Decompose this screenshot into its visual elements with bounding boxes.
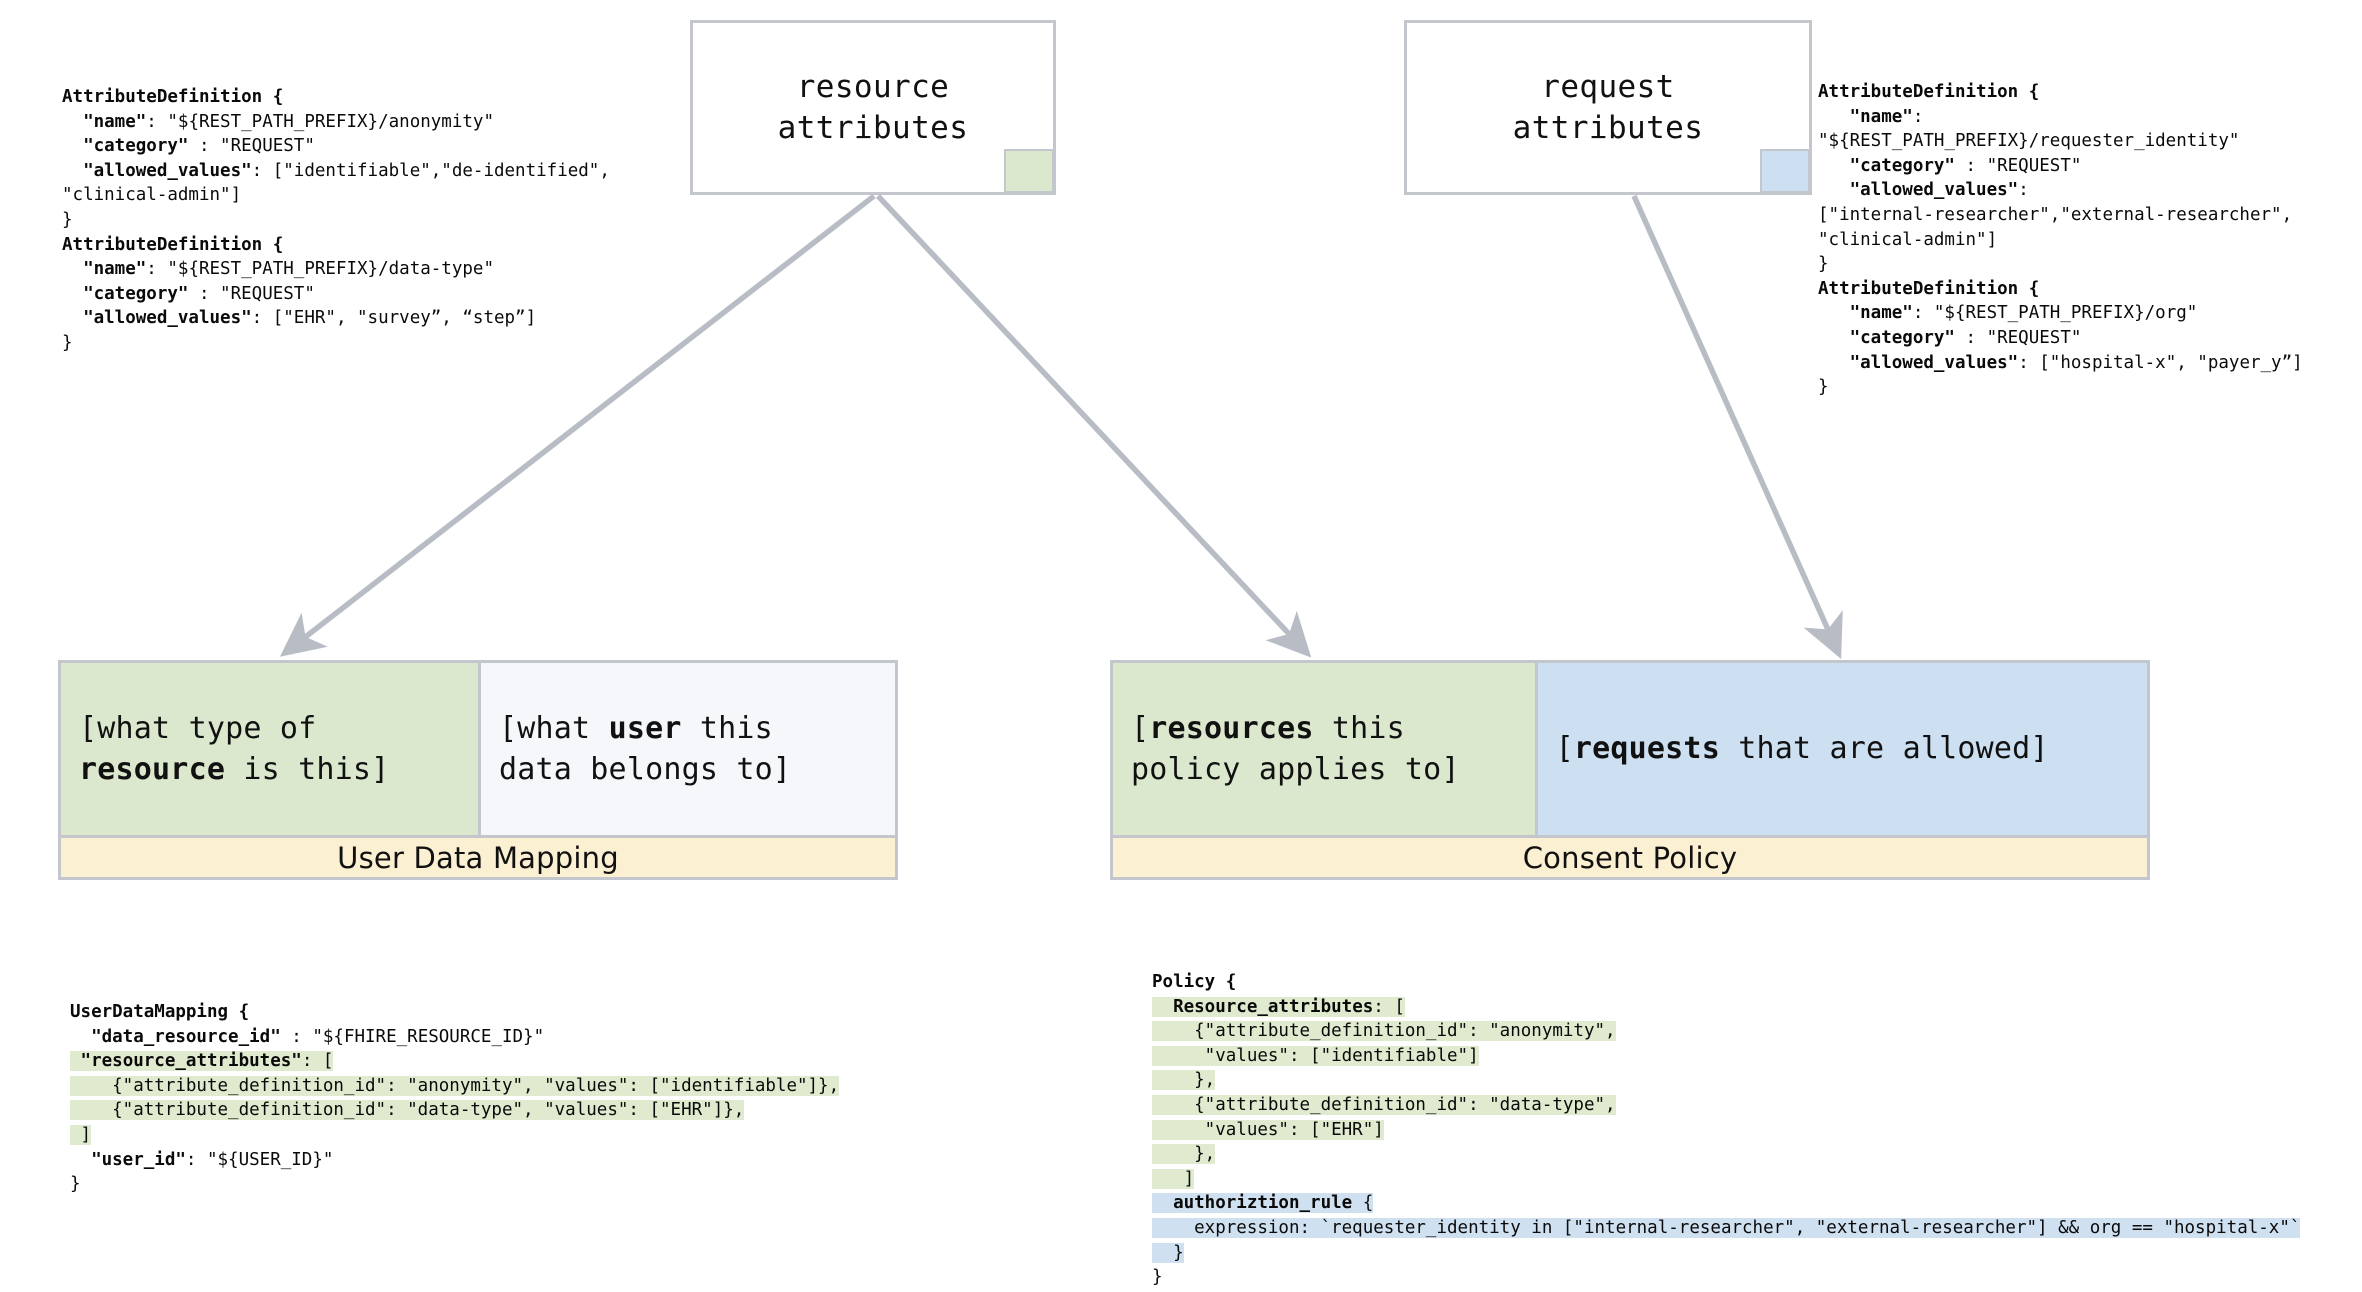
- code-line: },: [1152, 1070, 1216, 1091]
- code-line: "name":: [1849, 106, 1924, 127]
- code-line: "values": ["EHR"]: [1152, 1119, 1384, 1140]
- code-line: ["internal-researcher","external-researc…: [1818, 204, 2293, 225]
- arrow-resource-attrs-to-consent-policy: [875, 194, 1312, 658]
- code-line: "name": "${REST_PATH_PREFIX}/anonymity": [83, 111, 494, 132]
- code-line: "name": "${REST_PATH_PREFIX}/org": [1849, 303, 2198, 324]
- code-user-data-mapping-json: UserDataMapping { "data_resource_id" : "…: [70, 1000, 840, 1197]
- arrow-request-attrs-to-consent-policy: [1631, 194, 1843, 660]
- code-line: "category" : "REQUEST": [83, 283, 315, 304]
- code-line: }: [1818, 254, 1829, 275]
- code-line: "resource_attributes": [: [70, 1049, 839, 1074]
- cell-resource-descriptor[interactable]: [what type of resource is this]: [61, 663, 478, 835]
- cell-policy-resources-text: [resources this policy applies to]: [1131, 710, 1460, 787]
- code-request-attribute-definitions: AttributeDefinition { "name": "${REST_PAT…: [1818, 80, 2303, 400]
- band-consent-policy: Consent Policy: [1110, 835, 2150, 880]
- code-line: "values": ["identifiable"]: [1152, 1045, 1479, 1066]
- code-line: {"attribute_definition_id": "data-type",…: [70, 1100, 745, 1121]
- code-line: "clinical-admin"]: [1818, 229, 1998, 250]
- code-line: authoriztion_rule {: [1152, 1191, 2300, 1216]
- box-request-attributes-label: request attributes: [1512, 68, 1704, 146]
- code-line: "allowed_values": ["identifiable","de-id…: [83, 160, 610, 181]
- code-policy-json: Policy { Resource_attributes: [ {"attrib…: [1152, 970, 2301, 1290]
- code-line: }: [70, 1174, 81, 1195]
- code-line: "category" : "REQUEST": [83, 136, 315, 157]
- code-line: ]: [1152, 1168, 1195, 1189]
- code-line: "data_resource_id" : "${FHIRE_RESOURCE_I…: [91, 1026, 545, 1047]
- code-line: "${REST_PATH_PREFIX}/requester_identity": [1818, 131, 2240, 152]
- cell-policy-resources[interactable]: [resources this policy applies to]: [1113, 663, 1535, 835]
- box-request-attributes[interactable]: request attributes: [1404, 20, 1812, 195]
- box-consent-policy[interactable]: [resources this policy applies to] [requ…: [1110, 660, 2150, 880]
- code-line: AttributeDefinition {: [1818, 278, 2040, 299]
- cell-user-descriptor[interactable]: [what user this data belongs to]: [477, 663, 895, 835]
- cell-policy-requests[interactable]: [requests that are allowed]: [1534, 663, 2147, 835]
- code-line: AttributeDefinition {: [1818, 82, 2040, 102]
- code-line: {"attribute_definition_id": "anonymity",…: [70, 1075, 840, 1096]
- box-resource-attributes-label: resource attributes: [777, 68, 969, 146]
- code-line: "allowed_values": ["EHR", "survey”, “ste…: [83, 308, 537, 329]
- cell-policy-requests-text: [requests that are allowed]: [1555, 731, 2049, 767]
- code-line: }: [1152, 1267, 1163, 1288]
- code-line: Resource_attributes: [: [1152, 995, 2300, 1020]
- request-attributes-color-swatch: [1760, 149, 1810, 193]
- box-resource-attributes[interactable]: resource attributes: [690, 20, 1056, 195]
- code-line: "allowed_values":: [1849, 180, 2029, 201]
- code-line: }: [1818, 377, 1829, 398]
- code-resource-attribute-definitions: AttributeDefinition { "name": "${REST_PA…: [62, 85, 610, 356]
- code-line: "name": "${REST_PATH_PREFIX}/data-type": [83, 259, 494, 280]
- band-user-data-mapping-label: User Data Mapping: [337, 840, 619, 875]
- code-line: "category" : "REQUEST": [1849, 327, 2082, 348]
- code-line: "clinical-admin"]: [62, 185, 242, 206]
- code-line: {"attribute_definition_id": "data-type",: [1152, 1094, 1616, 1115]
- code-line: {"attribute_definition_id": "anonymity",: [1152, 1021, 1616, 1042]
- resource-attributes-color-swatch: [1004, 149, 1054, 193]
- code-line: }: [62, 209, 73, 230]
- code-line: }: [62, 332, 73, 353]
- code-line: "user_id": "${USER_ID}": [91, 1149, 334, 1170]
- code-line: expression: `requester_identity in ["int…: [1152, 1217, 2301, 1238]
- code-line: AttributeDefinition {: [62, 234, 284, 255]
- cell-resource-descriptor-text: [what type of resource is this]: [79, 710, 390, 787]
- code-line: Policy {: [1152, 972, 1237, 992]
- band-consent-policy-label: Consent Policy: [1522, 840, 1738, 875]
- box-user-data-mapping[interactable]: [what type of resource is this] [what us…: [58, 660, 898, 880]
- code-line: }: [1152, 1242, 1184, 1263]
- code-line: UserDataMapping {: [70, 1002, 250, 1022]
- code-line: AttributeDefinition {: [62, 87, 284, 107]
- code-line: ]: [70, 1124, 92, 1145]
- code-line: },: [1152, 1144, 1216, 1165]
- code-line: "category" : "REQUEST": [1849, 155, 2082, 176]
- code-line: "allowed_values": ["hospital-x", "payer_…: [1849, 352, 2303, 373]
- band-user-data-mapping: User Data Mapping: [58, 835, 898, 880]
- cell-user-descriptor-text: [what user this data belongs to]: [498, 710, 792, 787]
